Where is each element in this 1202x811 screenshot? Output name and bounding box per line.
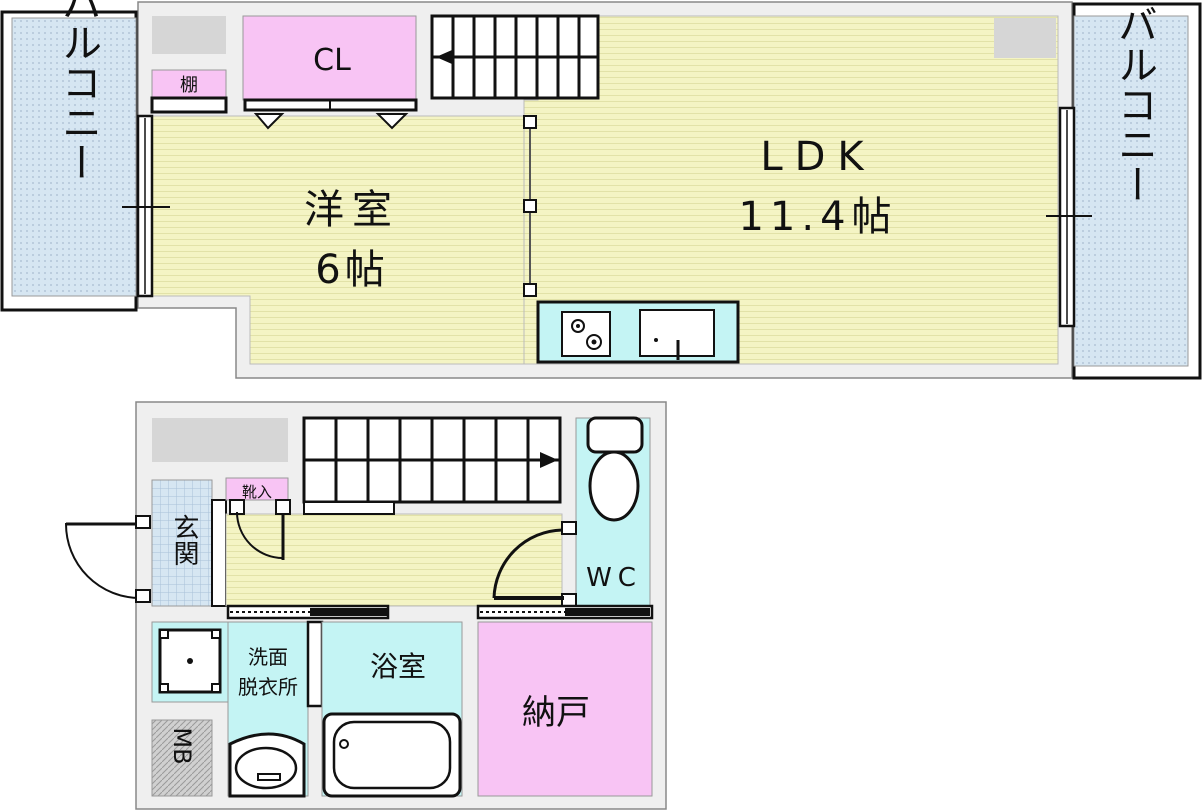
entrance-floor xyxy=(151,479,213,607)
corridor-floor xyxy=(225,513,563,607)
storage-floor xyxy=(477,621,653,797)
rail-washroom xyxy=(226,604,390,620)
meter-box-label: MB xyxy=(168,727,196,764)
shelf-board xyxy=(150,96,228,114)
partition-door xyxy=(523,115,537,297)
balcony-right-label: バルコニー xyxy=(1111,4,1157,204)
toilet xyxy=(586,416,644,522)
bathtub xyxy=(322,712,462,798)
shelf-label: 棚 xyxy=(180,75,198,96)
window-left xyxy=(122,114,170,298)
lower-stairs xyxy=(302,416,562,515)
washbasin xyxy=(228,732,306,798)
washroom-label-2: 脱衣所 xyxy=(238,675,298,699)
shelf-box xyxy=(151,69,227,99)
balcony-left-label: バルコニー xyxy=(55,0,101,182)
washing-machine xyxy=(151,621,229,703)
entrance-step xyxy=(211,499,227,607)
shoe-box-label: 靴入 xyxy=(242,483,272,501)
entrance-door xyxy=(64,515,151,603)
upper-stairs xyxy=(430,14,600,100)
western-room-floor xyxy=(151,115,525,365)
bathroom-label: 浴室 xyxy=(370,650,426,683)
ldk-name: LDK xyxy=(760,134,875,180)
closet-door-right xyxy=(375,113,409,130)
closet-box xyxy=(242,15,417,101)
entrance-label: 玄関 xyxy=(169,514,199,566)
closet-label: CL xyxy=(313,43,351,78)
western-room-name: 洋室 xyxy=(304,187,400,233)
western-room-size: 6帖 xyxy=(315,247,388,293)
closet-door-left xyxy=(253,113,285,130)
ldk-size: 11.4帖 xyxy=(738,194,897,240)
upper-grey-block xyxy=(152,16,226,54)
rail-storage xyxy=(476,604,654,620)
washroom-label-1: 洗面 xyxy=(248,645,288,669)
wc-door xyxy=(492,521,577,607)
meter-box xyxy=(151,719,213,797)
ldk-floor xyxy=(523,15,1059,365)
shoe-box-doors xyxy=(229,499,291,560)
balcony-right-text: バルコニー xyxy=(1111,4,1157,204)
balcony-right-floor xyxy=(1073,15,1189,367)
window-right xyxy=(1046,106,1092,328)
balcony-left-text: バルコニー xyxy=(55,0,101,182)
ldk-grey-block xyxy=(994,18,1056,58)
storage-label: 納戸 xyxy=(522,693,590,733)
shoe-box xyxy=(225,477,289,501)
wc-label: WC xyxy=(586,563,642,593)
balcony-left-floor xyxy=(11,17,137,297)
lower-grey-block xyxy=(152,418,288,462)
kitchen-counter xyxy=(536,300,740,364)
